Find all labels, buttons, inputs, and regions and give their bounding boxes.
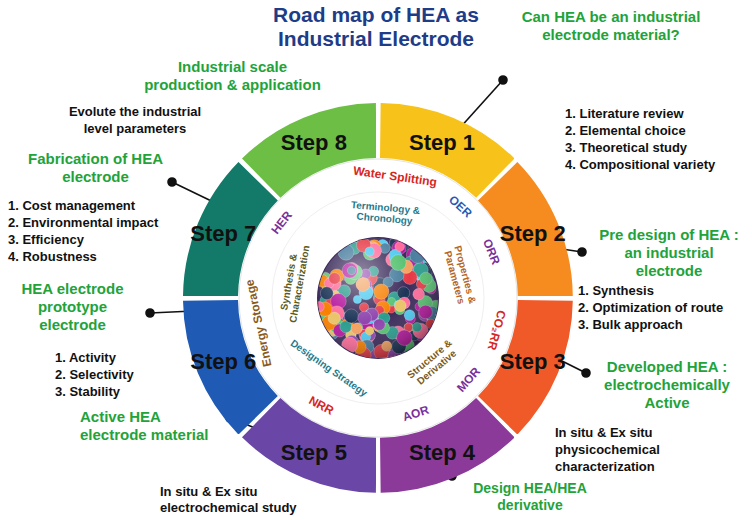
callout-note: In situ & Ex situ electrochemical study xyxy=(160,484,310,515)
callout-heading: Design HEA/HEA derivative xyxy=(455,480,605,514)
leader-dot xyxy=(499,76,507,84)
sector-fill xyxy=(380,398,515,493)
callout-note: 3. Stability xyxy=(55,384,120,401)
step-sector: Step 8 xyxy=(242,103,377,198)
callout-heading: Active HEA electrode material xyxy=(80,408,225,444)
step-label: Step 1 xyxy=(409,130,475,156)
sector-fill xyxy=(478,162,573,297)
sector-fill xyxy=(242,103,377,198)
callout-note: 3. Theoretical study xyxy=(565,140,687,157)
callout-note: In situ & Ex situ physicochemical charac… xyxy=(555,425,685,476)
callout-heading: Can HEA be an industrial electrode mater… xyxy=(500,8,722,44)
ball-base xyxy=(317,237,439,359)
leaders xyxy=(146,76,590,480)
step-label: Step 5 xyxy=(281,440,347,466)
step-sector: Step 2 xyxy=(478,162,573,297)
ball-spheres xyxy=(314,235,443,363)
callout-note: 2. Selectivity xyxy=(55,367,134,384)
leader-dot xyxy=(578,248,586,256)
sector-fill xyxy=(183,162,278,297)
callout-note: 1. Cost management xyxy=(8,198,135,215)
step-sector: Step 7 xyxy=(183,162,278,297)
step-label: Step 6 xyxy=(190,349,256,375)
callout-note: 3. Efficiency xyxy=(8,232,84,249)
step-label: Step 7 xyxy=(190,221,256,247)
callout-heading: Pre design of HEA : an industrial electr… xyxy=(592,226,746,280)
callout-note: 1. Literature review xyxy=(565,106,684,123)
ring-divider xyxy=(272,192,484,404)
callout-heading: Industrial scale production & applicatio… xyxy=(140,58,325,94)
callout-note: 1. Activity xyxy=(55,350,116,367)
leader-dot xyxy=(146,309,154,317)
callout-note: 2. Environmental impact xyxy=(8,215,158,232)
step-label: Step 2 xyxy=(500,221,566,247)
step-label: Step 3 xyxy=(500,349,566,375)
callout-heading: HEA electrode prototype electrode xyxy=(10,280,135,334)
callout-note: 4. Robustness xyxy=(8,249,97,266)
step-label: Step 8 xyxy=(281,130,347,156)
callout-note: Evolute the industrial level parameters xyxy=(60,104,210,138)
callout-note: 3. Bulk approach xyxy=(578,317,683,334)
inner-disk xyxy=(239,159,517,437)
callout-note: 4. Compositional variety xyxy=(565,157,715,174)
step-label: Step 4 xyxy=(409,440,475,466)
callout-heading: Fabrication of HEA electrode xyxy=(18,150,173,186)
callout-note: 1. Synthesis xyxy=(578,283,654,300)
leader-dot xyxy=(168,178,176,186)
step-sector: Step 5 xyxy=(242,398,377,493)
callout-note: 2. Elemental choice xyxy=(565,123,686,140)
leader-dot xyxy=(582,369,590,377)
sector-fill xyxy=(242,398,377,493)
callout-heading: Developed HEA : electrochemically Active xyxy=(592,358,742,412)
step-sector: Step 4 xyxy=(380,398,515,493)
callout-note: 2. Optimization of route xyxy=(578,300,723,317)
diagram-title: Road map of HEA as Industrial Electrode xyxy=(236,3,516,50)
ball-shine xyxy=(318,238,438,358)
sector-fill xyxy=(478,300,573,435)
